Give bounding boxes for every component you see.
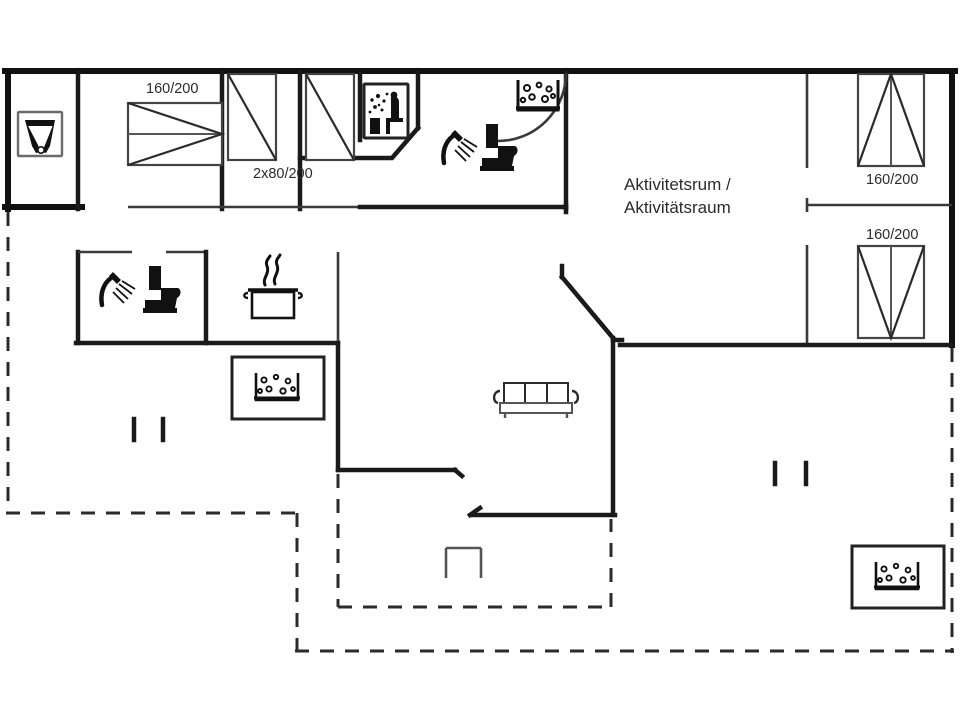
cooking-pot-icon xyxy=(243,253,303,320)
table-icon xyxy=(444,546,483,578)
shower-toilet-icon-left xyxy=(99,266,181,313)
wall-living-angled xyxy=(558,273,617,342)
bed-double-right-lower xyxy=(856,244,926,342)
mid-left-walls xyxy=(73,249,341,473)
whirlpool-door-swing xyxy=(497,72,568,143)
bed-double-top-left xyxy=(126,101,226,167)
living-room-walls xyxy=(335,263,625,519)
window-marks xyxy=(131,416,809,487)
shower-toilet-icon-top xyxy=(441,124,518,171)
bed-double-right-upper xyxy=(856,70,926,168)
washing-machine-icon xyxy=(16,110,64,158)
dashed-boundary xyxy=(6,212,954,653)
whirlpool-icon-left xyxy=(230,355,326,421)
sofa-icon xyxy=(492,382,580,418)
bed-single-top-2 xyxy=(304,72,356,162)
whirlpool-icon-bottom-right xyxy=(850,544,946,610)
whirlpool-icon-top xyxy=(516,80,560,112)
bed-single-top-1 xyxy=(226,72,278,162)
door-arc-whirlpool xyxy=(497,72,568,143)
wall-living-corner-nub xyxy=(451,466,466,480)
sauna-icon xyxy=(362,82,410,140)
upper-floor-walls xyxy=(2,68,958,348)
bed-group xyxy=(126,70,926,342)
